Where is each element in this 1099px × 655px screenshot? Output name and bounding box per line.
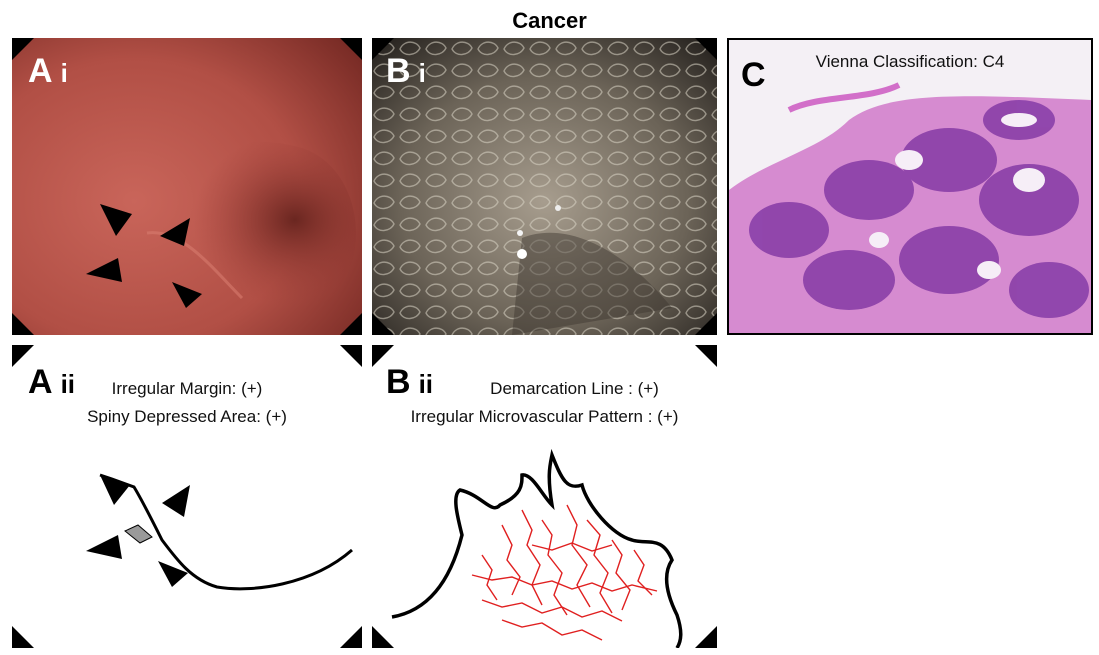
endoscopy-nbi-image: [372, 38, 717, 335]
endoscopy-white-light-image: [12, 38, 362, 335]
panel-sub: ii: [60, 369, 76, 399]
panel-c: C Vienna Classification: C4: [727, 38, 1093, 335]
panel-sub: ii: [418, 369, 434, 399]
histology-image: [729, 40, 1091, 333]
panel-letter: A: [28, 363, 53, 401]
panel-sub: i: [418, 58, 426, 88]
finding-irregular-margin: Irregular Margin: (+): [111, 379, 263, 398]
schematic-drawing: [12, 345, 362, 648]
panel-letter: C: [741, 56, 766, 94]
microvascular-pattern: [471, 504, 658, 641]
panel-sub: i: [60, 58, 68, 88]
finding-irregular-microvascular-pattern: Irregular Microvascular Pattern : (+): [410, 407, 679, 426]
finding-spiny-depressed-area: Spiny Depressed Area: (+): [87, 407, 287, 426]
panel-letter: B: [386, 363, 411, 401]
panel-caption: Vienna Classification: C4: [815, 52, 1005, 71]
finding-demarcation-line: Demarcation Line : (+): [490, 379, 659, 398]
figure-title: Cancer: [512, 8, 587, 33]
panel-letter: A: [28, 52, 53, 90]
schematic-drawing: [372, 345, 717, 648]
arrowhead-markers: [86, 204, 202, 308]
panel-letter: B: [386, 52, 411, 90]
arrowhead-markers: [86, 475, 190, 587]
